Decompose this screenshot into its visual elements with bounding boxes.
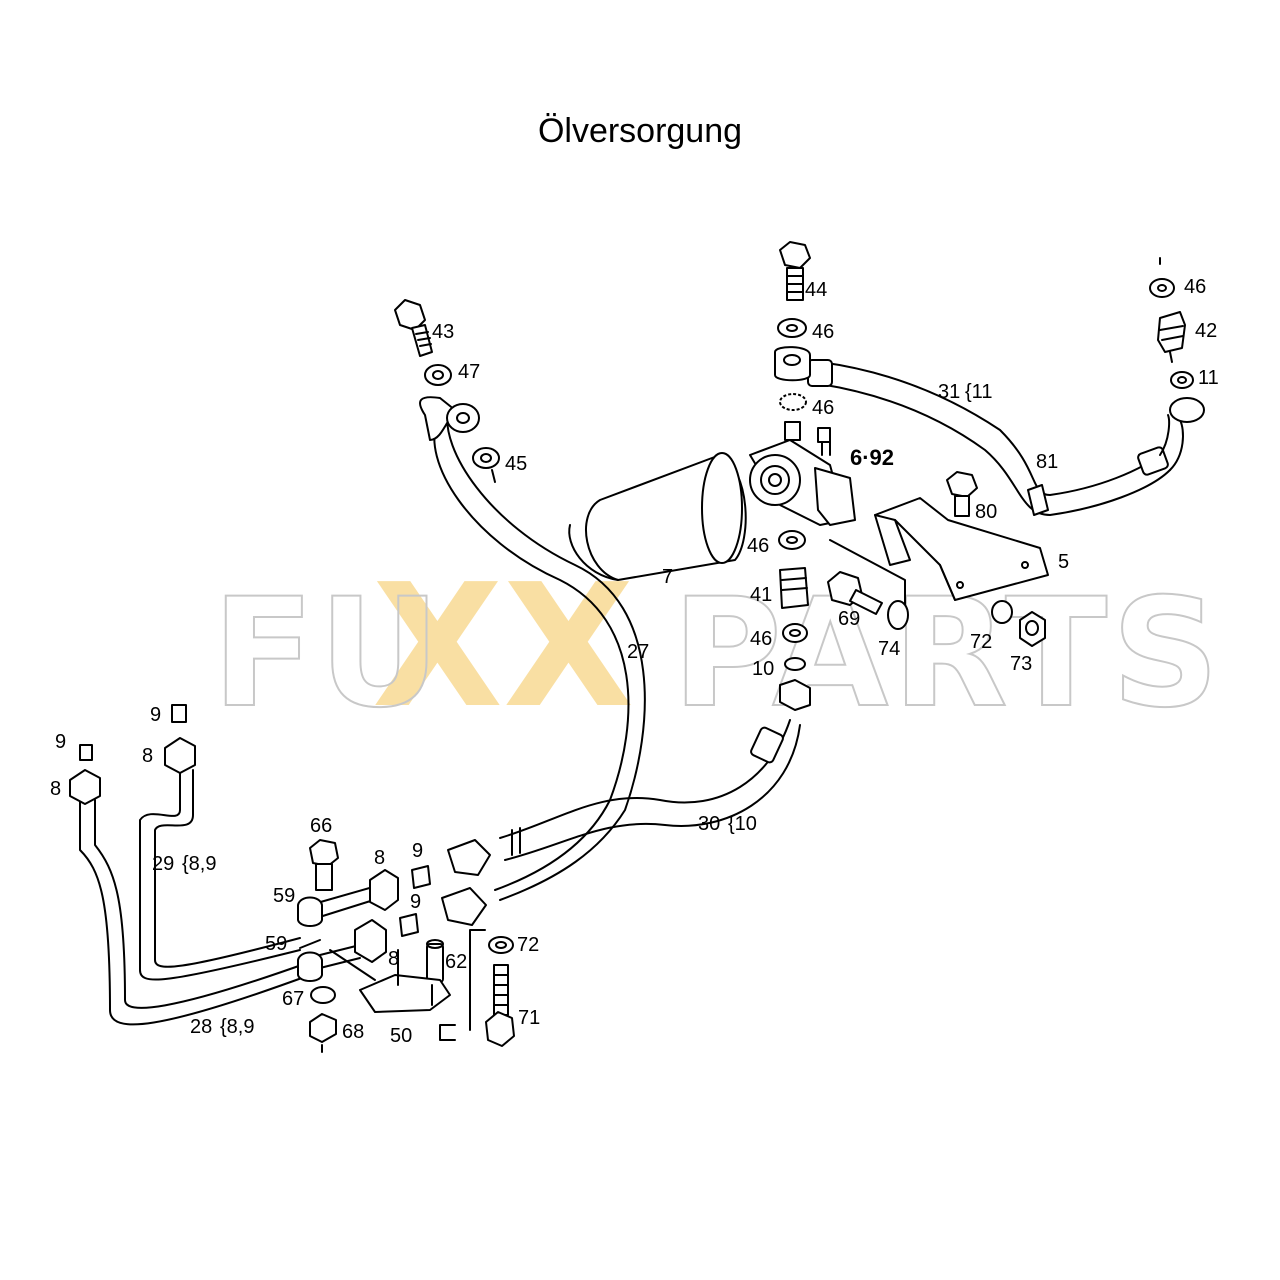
label-31-ref: {11 (965, 381, 992, 403)
part-80-bolt (946, 471, 978, 517)
label-43: 43 (432, 321, 454, 343)
part-labels: 43 47 45 44 46 46 31 {11 46 42 11 81 6·9… (50, 276, 1219, 1047)
part-47-washer (424, 364, 452, 386)
part-46-washer-top (777, 318, 807, 338)
label-47: 47 (458, 361, 480, 383)
label-80: 80 (975, 501, 997, 523)
label-8-mid: 8 (374, 847, 385, 869)
watermark-right: PARTS (672, 567, 1223, 741)
label-10: 10 (752, 658, 774, 680)
hose-27 (419, 396, 646, 901)
label-8-upper: 8 (142, 745, 153, 767)
mounting-bracket (829, 497, 1049, 621)
label-46-top: 46 (812, 321, 834, 343)
label-29-ref: {8,9 (182, 853, 216, 875)
label-5: 5 (1058, 551, 1069, 573)
label-69: 69 (838, 608, 860, 630)
part-73-nut (1019, 611, 1046, 647)
label-50: 50 (390, 1025, 412, 1047)
part-66-bolt (309, 839, 339, 891)
hose-29 (139, 769, 301, 981)
oil-filter-canister (568, 452, 747, 581)
label-59-bottom: 59 (265, 933, 287, 955)
part-42-union (1157, 311, 1186, 363)
left-top-fittings (69, 704, 196, 805)
watermark: XX FU PARTS (211, 548, 1223, 746)
label-72-right: 72 (970, 631, 992, 653)
part-46-washer-mid (779, 393, 807, 441)
label-68: 68 (342, 1021, 364, 1043)
hose-30 (499, 719, 801, 861)
part-44-bolt (779, 241, 811, 301)
label-9-low: 9 (410, 891, 421, 913)
part-11-washer (1170, 371, 1194, 389)
label-9-left: 9 (55, 731, 66, 753)
label-62: 62 (445, 951, 467, 973)
label-67: 67 (282, 988, 304, 1010)
label-8-left: 8 (50, 778, 61, 800)
label-30: 30 (698, 813, 720, 835)
banjo-fitting-top (774, 346, 811, 382)
watermark-left: FU (212, 567, 444, 741)
hose-31 (807, 359, 1205, 516)
label-31: 31 (938, 381, 960, 403)
label-46-right: 46 (1184, 276, 1206, 298)
label-28-ref: {8,9 (220, 1016, 254, 1038)
part-72-washer-right (991, 600, 1013, 624)
label-9-mid: 9 (412, 840, 423, 862)
label-73: 73 (1010, 653, 1032, 675)
label-30-ref: {10 (728, 813, 757, 835)
part-50-plate (329, 929, 486, 1041)
label-71: 71 (518, 1007, 540, 1029)
part-45-washer (472, 447, 500, 483)
label-11: 11 (1198, 367, 1219, 389)
label-27: 27 (627, 641, 649, 663)
label-42: 42 (1195, 320, 1217, 342)
filter-head (749, 427, 856, 526)
hose-28 (79, 799, 311, 1026)
label-66: 66 (310, 815, 332, 837)
part-71-bolt (485, 964, 515, 1047)
label-46-lower-a: 46 (747, 535, 769, 557)
label-44: 44 (805, 279, 827, 301)
part-67-washer (310, 986, 336, 1004)
left-hose-connectors (297, 839, 491, 982)
label-28: 28 (190, 1016, 212, 1038)
label-46-mid: 46 (812, 397, 834, 419)
part-68-nut (309, 1013, 337, 1053)
watermark-xx: XX (372, 548, 634, 746)
part-69-bolt (827, 571, 883, 615)
label-45: 45 (505, 453, 527, 475)
label-7: 7 (662, 566, 673, 588)
label-6-92: 6·92 (850, 445, 894, 470)
label-41: 41 (750, 584, 772, 606)
label-9-upper: 9 (150, 704, 161, 726)
lower-fitting-stack (778, 530, 811, 711)
label-29: 29 (152, 853, 174, 875)
label-8-low: 8 (388, 948, 399, 970)
label-72-left: 72 (517, 934, 539, 956)
part-72-washer-left (488, 936, 514, 954)
label-59-top: 59 (273, 885, 295, 907)
part-74-washer (887, 600, 909, 630)
label-74: 74 (878, 638, 900, 660)
label-81: 81 (1036, 451, 1058, 473)
diagram-title: Ölversorgung (537, 112, 743, 150)
part-43-bolt (394, 299, 433, 357)
part-62-spacer (426, 939, 444, 983)
banjo-fitting (446, 403, 480, 433)
part-46-washer-right (1149, 257, 1175, 298)
label-46-lower-b: 46 (750, 628, 772, 650)
